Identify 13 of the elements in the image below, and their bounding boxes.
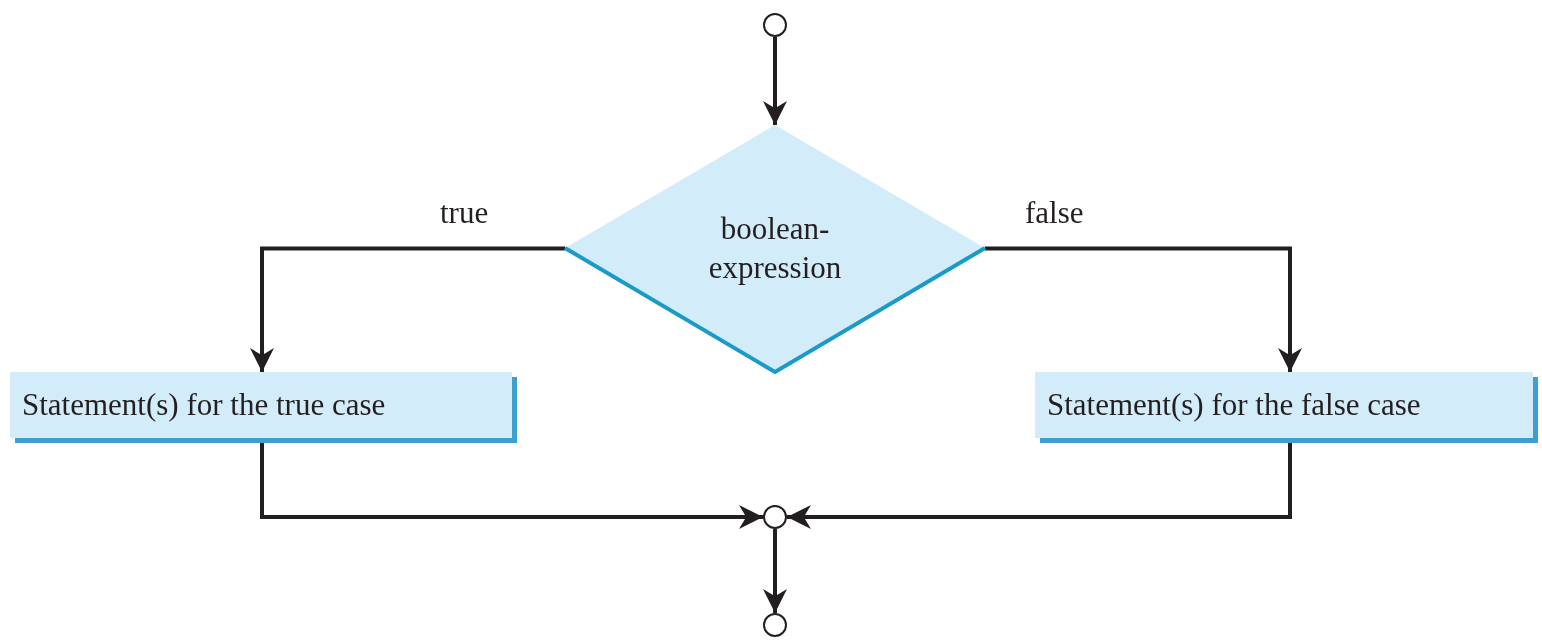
arrow — [260, 443, 763, 529]
condition-text: boolean- expression — [707, 209, 843, 287]
statement-text: Statement(s) for the true case — [22, 387, 386, 423]
connector-circle — [763, 613, 787, 637]
arrow — [787, 443, 1292, 529]
decision-diamond — [565, 125, 985, 372]
connector-circle — [763, 13, 787, 37]
arrow — [763, 37, 787, 125]
arrow — [985, 246, 1302, 372]
connector-circle — [763, 505, 787, 529]
arrow — [763, 529, 787, 613]
arrow — [250, 246, 565, 372]
statement-text: Statement(s) for the false case — [1047, 387, 1421, 423]
